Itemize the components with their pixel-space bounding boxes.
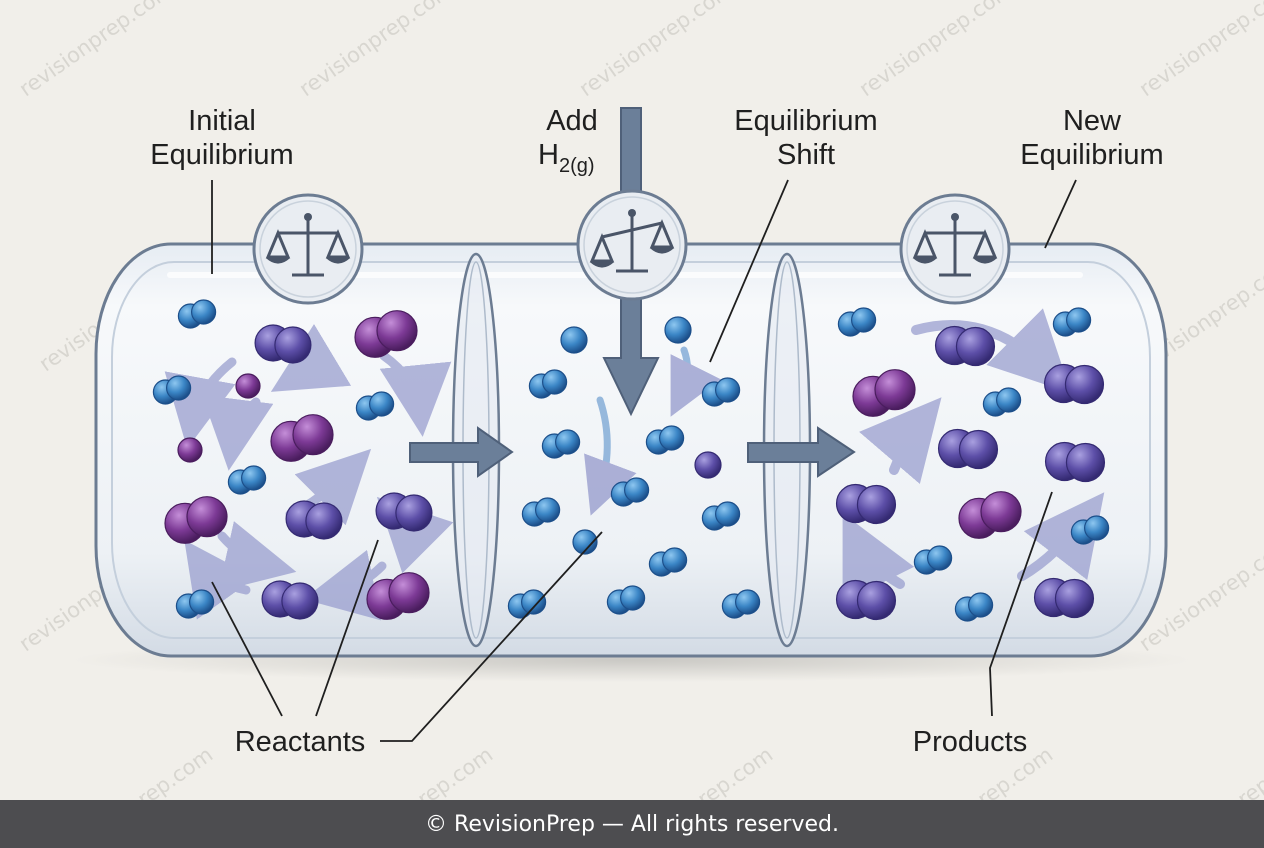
label-new-line1: New: [1063, 105, 1122, 137]
progress-arrow-1: [409, 426, 514, 478]
h2-molecule: [355, 391, 395, 421]
reactant-molecule: [375, 492, 433, 532]
progress-arrow-2: [747, 426, 856, 478]
label-h2: H2(g): [538, 139, 595, 177]
balance-scale-tilted-icon: [576, 189, 688, 301]
leader-reactants-1: [211, 581, 283, 717]
h2-atom: [560, 326, 588, 354]
cycle-arrow: [164, 357, 237, 449]
watermark-text: revisionprep.com: [575, 0, 738, 101]
leader-products: [989, 491, 1053, 717]
balance-scale-icon: [252, 193, 364, 305]
reactant-molecule: [285, 500, 343, 540]
reactant-molecule: [261, 580, 319, 620]
watermark-text: revisionprep.com: [15, 0, 178, 101]
h2-molecule: [954, 592, 994, 622]
label-shift-line2: Shift: [777, 139, 835, 171]
h2-molecule: [507, 589, 547, 619]
watermark-text: revisionprep.com: [1135, 0, 1264, 101]
h2-molecule: [528, 369, 568, 399]
leader-reactants-3: [380, 531, 603, 742]
h2-molecule: [701, 377, 741, 407]
cycle-arrow: [184, 540, 256, 620]
label-h2-sub: 2(g): [559, 155, 595, 177]
label-products: Products: [913, 726, 1027, 758]
h2-molecule: [648, 547, 688, 577]
watermark-text: revisionprep.com: [295, 0, 458, 101]
label-h2-main: H: [538, 139, 559, 171]
product-molecule: [937, 428, 999, 470]
h2-molecule: [152, 375, 192, 405]
h2-atom-fading: [572, 529, 598, 555]
h2-atom: [664, 316, 692, 344]
flow-arrow: [584, 396, 637, 516]
h2-molecule: [541, 429, 581, 459]
reactant-molecule: [354, 310, 418, 358]
label-new-line2: Equilibrium: [1020, 139, 1163, 171]
h2-molecule: [175, 589, 215, 619]
product-molecule: [1043, 363, 1105, 405]
h2-molecule: [610, 477, 650, 507]
h2-molecule: [837, 307, 877, 337]
product-molecule: [958, 491, 1022, 539]
cycle-arrow: [859, 397, 942, 484]
cycle-arrow: [842, 513, 915, 603]
product-molecule: [934, 325, 996, 367]
atom-molecule: [177, 437, 203, 463]
leader-new: [1044, 179, 1077, 249]
copyright-footer: © RevisionPrep — All rights reserved.: [0, 800, 1264, 848]
leader-reactants-2: [315, 539, 379, 717]
cycle-arrow: [201, 394, 274, 471]
product-molecule: [852, 369, 916, 417]
atom-molecule: [235, 373, 261, 399]
watermark-text: revisionprep.com: [855, 0, 1018, 101]
flow-arrow: [670, 346, 721, 417]
product-molecule: [1033, 577, 1095, 619]
reactant-molecule: [270, 414, 334, 462]
balance-scale-icon: [899, 193, 1011, 305]
h2-molecule: [701, 501, 741, 531]
h2-molecule: [1052, 307, 1092, 337]
h2-molecule: [1070, 515, 1110, 545]
leader-lines: [211, 179, 1077, 742]
label-reactants: Reactants: [235, 726, 366, 758]
product-molecule: [835, 579, 897, 621]
molecules-layer: [152, 299, 1110, 622]
label-shift-line1: Equilibrium: [734, 105, 877, 137]
label-add: Add: [546, 105, 598, 137]
atom-molecule: [694, 451, 722, 479]
h2-molecule: [913, 545, 953, 575]
h2-molecule: [645, 425, 685, 455]
reactant-molecule: [254, 324, 312, 364]
reactant-molecule: [164, 496, 228, 544]
h2-molecule: [982, 387, 1022, 417]
shift-flow-arrows: [584, 346, 721, 516]
h2-molecule: [177, 299, 217, 329]
label-initial-line2: Equilibrium: [150, 139, 293, 171]
h2-molecule: [227, 465, 267, 495]
cycle-arrow: [379, 351, 452, 437]
reactant-molecule: [366, 572, 430, 620]
h2-molecule: [721, 589, 761, 619]
product-molecule: [1044, 441, 1106, 483]
h2-molecule: [521, 497, 561, 527]
leader-shift: [709, 179, 789, 363]
cycle-arrow: [270, 323, 352, 392]
h2-molecule: [606, 585, 646, 615]
label-initial-line1: Initial: [188, 105, 256, 137]
product-molecule: [835, 483, 897, 525]
